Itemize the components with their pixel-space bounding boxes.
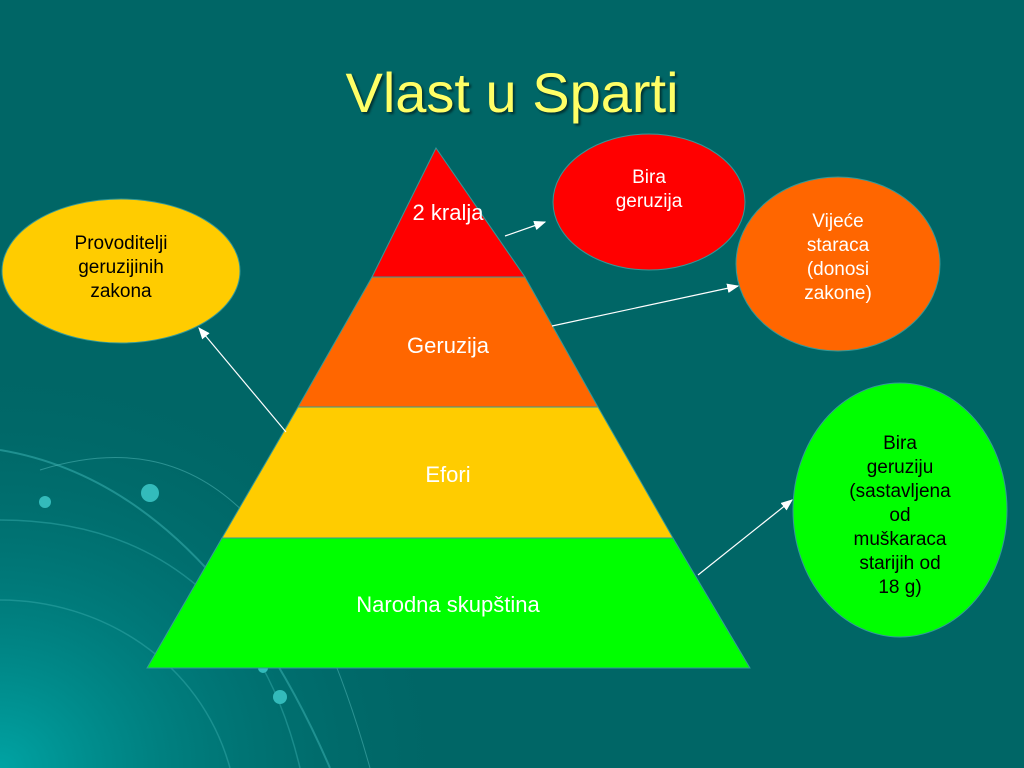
bubble-line: (donosi: [806, 259, 870, 280]
decor-dot: [39, 496, 51, 508]
bubble-provoditelji: [1, 198, 241, 344]
bubble-line: 18 g): [878, 577, 922, 598]
bubble-line: geruzija: [615, 191, 683, 212]
decor-dot: [273, 690, 287, 704]
layer-label-narodna-skupstina: Narodna skupština: [356, 592, 540, 617]
bubble-text-vijece-staraca: Vijeće staraca (donosi zakone): [763, 210, 913, 306]
slide-title: Vlast u Sparti: [345, 61, 679, 124]
bubble-vijece-staraca: [735, 176, 941, 352]
bubble-line: Vijeće: [812, 211, 864, 232]
bubble-text-bira-geruzija: Bira geruzija: [574, 166, 724, 214]
bubble-text-bira-geruziju: Bira geruziju (sastavljena od muškaraca …: [820, 432, 980, 600]
bubble-line: geruziju: [866, 457, 934, 478]
bubble-bira-geruzija: [552, 133, 746, 271]
bubble-line: starijih od: [859, 553, 941, 574]
decor-dot: [141, 484, 159, 502]
bubble-line: staraca: [806, 235, 870, 256]
bubble-line: geruzijinih: [78, 257, 164, 278]
bubble-line: Bira: [883, 433, 917, 454]
arrow-geruzija-to-vijece: [551, 283, 740, 327]
arrow-efori-to-provoditelji: [198, 327, 287, 433]
bubble-line: Bira: [632, 167, 666, 188]
arrow-kralja-to-bira: [504, 221, 547, 237]
bubble-line: muškaraca: [853, 529, 947, 550]
layer-label-efori: Efori: [425, 462, 471, 487]
arrow-skupstina-to-bira: [697, 499, 793, 576]
pyramid-layer-narodna-skupstina: [146, 537, 751, 669]
layer-label-geruzija: Geruzija: [407, 333, 489, 358]
layer-label-2-kralja: 2 kralja: [412, 200, 484, 225]
bubble-line: zakone): [804, 283, 872, 304]
bubble-line: Provoditelji: [74, 233, 168, 254]
bubble-line: zakona: [90, 281, 152, 302]
bubble-line: (sastavljena: [849, 481, 951, 502]
bubble-line: od: [889, 505, 911, 526]
bubble-text-provoditelji: Provoditelji geruzijinih zakona: [36, 232, 206, 304]
bubble-bira-geruziju: [792, 382, 1008, 638]
